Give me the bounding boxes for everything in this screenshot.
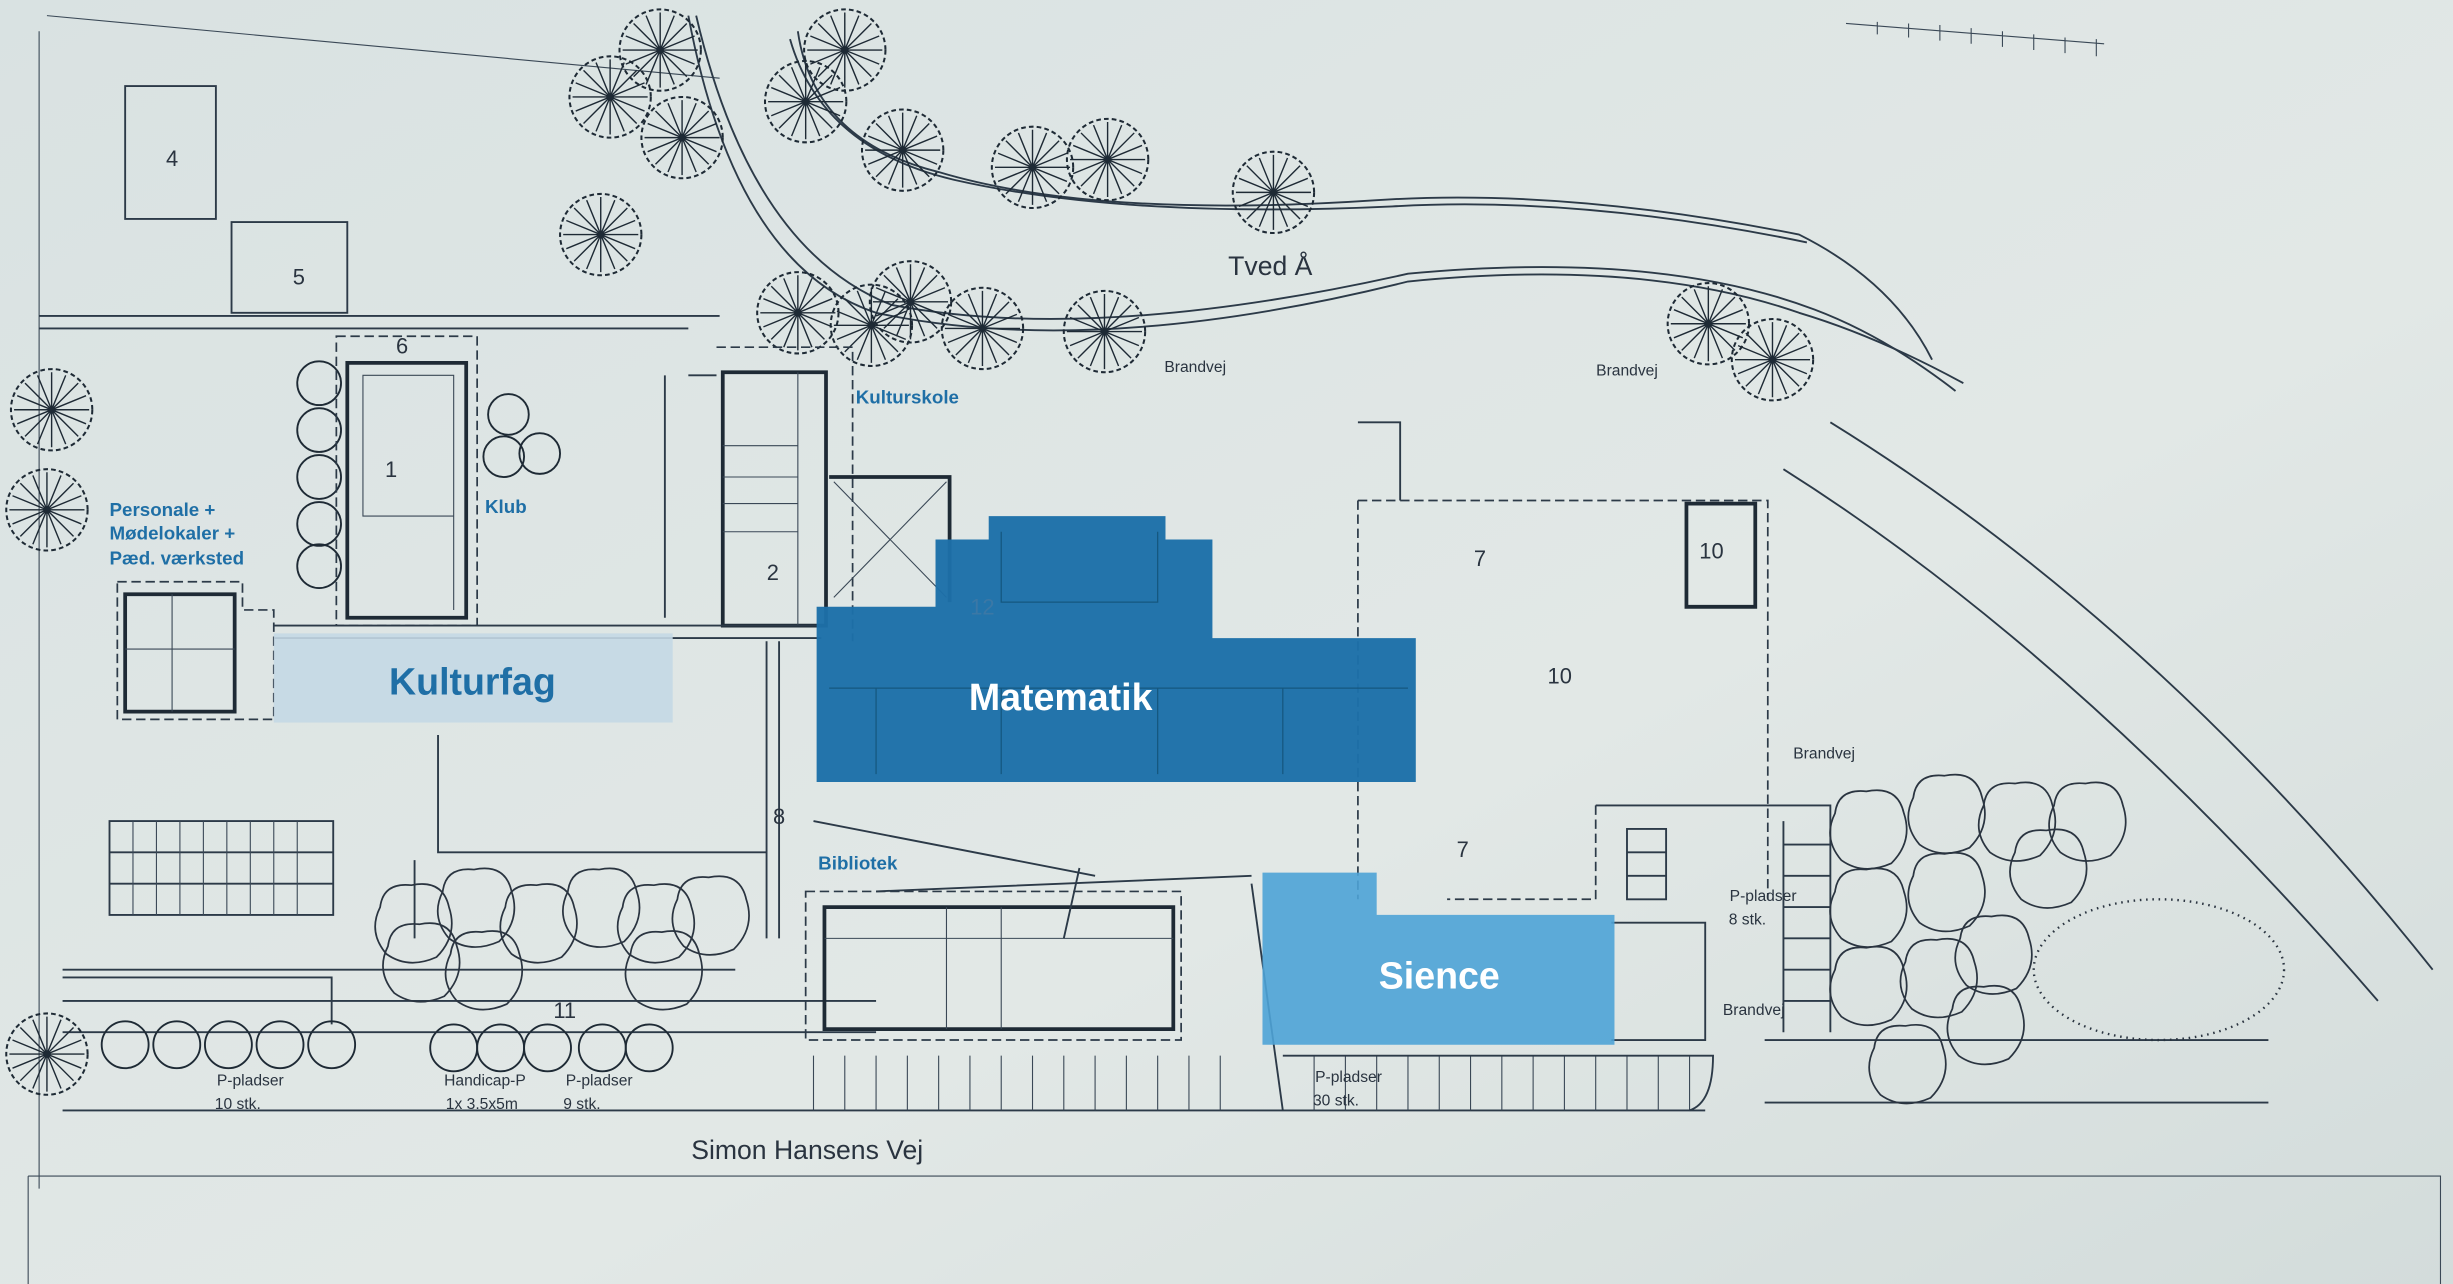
brandvej-label: Brandvej [1596, 362, 1658, 379]
zone-label-sience: Sience [1379, 954, 1500, 996]
zone-matematik[interactable]: Matematik [816, 516, 1416, 782]
parking-detail: 1x 3.5x5m [446, 1096, 518, 1113]
label-klub: Klub [485, 496, 527, 517]
boundaries [27, 15, 2442, 1284]
label-bibliotek: Bibliotek [818, 853, 898, 874]
parking-title: P-pladser [1315, 1069, 1382, 1086]
zone-sience[interactable]: Sience [1262, 872, 1615, 1045]
building-number: 4 [166, 146, 178, 171]
shrubs [374, 773, 2286, 1105]
building-number: 6 [396, 333, 408, 358]
building-number: 2 [767, 560, 779, 585]
parking-detail: 10 stk. [215, 1096, 261, 1113]
label-paed-vaerksted: Pæd. værksted [110, 548, 245, 569]
building-number: 1 [385, 457, 397, 482]
brandvej-label: Brandvej [1164, 359, 1226, 376]
building-number: 8 [773, 804, 785, 829]
building-number: 5 [293, 265, 305, 290]
building-number: 11 [553, 998, 576, 1023]
building-number: 7 [1457, 837, 1469, 862]
parking-detail: 30 stk. [1313, 1093, 1359, 1110]
river-label: Tved Å [1228, 251, 1312, 281]
labels: Tved Å Simon Hansens Vej Brandvej Brandv… [110, 146, 1855, 1165]
parking-title: P-pladser [217, 1072, 284, 1089]
round-trees [100, 360, 674, 1073]
parking-detail: 8 stk. [1729, 911, 1766, 928]
zone-label-matematik: Matematik [969, 676, 1153, 718]
parking-title: Handicap-P [444, 1072, 526, 1089]
building-number: 10 [1699, 538, 1723, 563]
brandvej-label: Brandvej [1723, 1002, 1785, 1019]
brandvej-label: Brandvej [1793, 746, 1855, 763]
building-number: 10 [1548, 663, 1572, 688]
label-kulturskole: Kulturskole [856, 387, 959, 408]
parking-title: P-pladser [566, 1072, 633, 1089]
zone-label-kulturfag: Kulturfag [389, 660, 556, 702]
label-personale: Personale + [110, 499, 216, 520]
parking-detail: 9 stk. [563, 1096, 600, 1113]
building-number: 12 [970, 595, 994, 620]
building-number: 7 [1474, 546, 1486, 571]
zone-kulturfag[interactable]: Kulturfag [273, 633, 673, 723]
label-modelokaler: Mødelokaler + [110, 523, 236, 544]
street-label: Simon Hansens Vej [691, 1135, 923, 1165]
parking-title: P-pladser [1730, 888, 1797, 905]
river-tved-a [687, 15, 1964, 392]
